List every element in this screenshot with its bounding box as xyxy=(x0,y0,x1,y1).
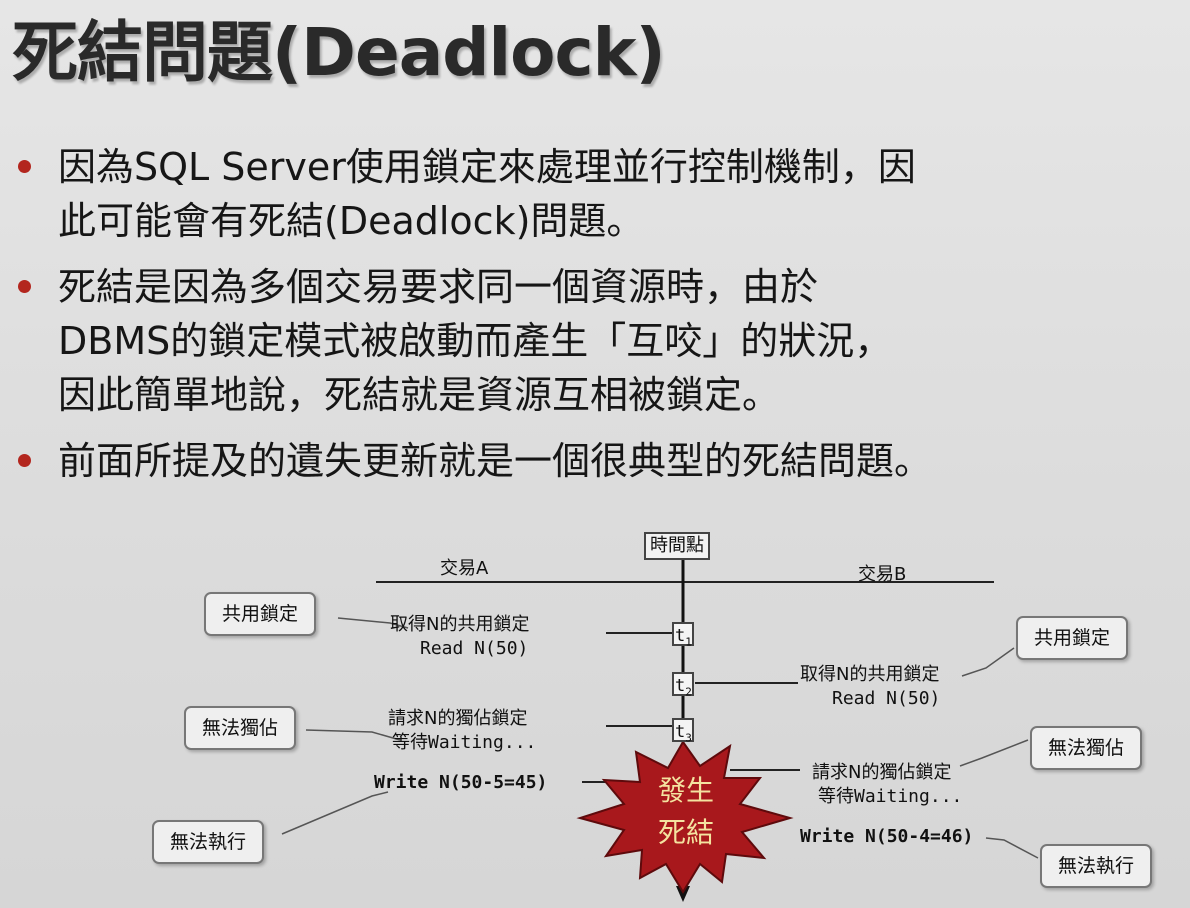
bullet-line: 此可能會有死結(Deadlock)問題。 xyxy=(58,199,645,243)
b-step2-wait: 等待Waiting... xyxy=(818,786,963,807)
b-step1-read: Read N(50) xyxy=(832,688,941,709)
diagram-lines xyxy=(281,558,1039,902)
bullet-line: DBMS的鎖定模式被啟動而產生「互咬」的狀況， xyxy=(58,319,893,363)
bullet-list: 因為SQL Server使用鎖定來處理並行控制機制，因 此可能會有死結(Dead… xyxy=(14,140,1184,500)
callout-shared-lock-a: 共用鎖定 xyxy=(204,592,317,636)
callout-cannot-execute-a: 無法執行 xyxy=(152,820,265,864)
deadlock-burst-icon xyxy=(576,740,794,894)
b-step2-text: 請求N的獨佔鎖定 xyxy=(812,762,952,783)
time-axis-arrow-icon xyxy=(676,886,690,902)
time-marker-t3: t3 xyxy=(672,718,694,744)
a-step1-text: 取得N的共用鎖定 xyxy=(390,614,530,635)
callout-no-exclusive-a: 無法獨佔 xyxy=(184,706,297,750)
a-write-text: Write N(50-5=45) xyxy=(374,772,548,793)
slide-title: 死結問題(Deadlock) xyxy=(12,14,666,91)
a-step2-text: 請求N的獨佔鎖定 xyxy=(388,708,528,729)
bullet-line: 因此簡單地說，死結就是資源互相被鎖定。 xyxy=(58,373,781,417)
bullet-item: 因為SQL Server使用鎖定來處理並行控制機制，因 此可能會有死結(Dead… xyxy=(14,140,1184,248)
leader-exec-a xyxy=(281,791,389,835)
deadlock-burst-label: 發生 死結 xyxy=(657,774,714,849)
bullet-dot-icon xyxy=(18,280,31,293)
leader-shared-b xyxy=(961,647,1015,677)
callout-shared-lock-b: 共用鎖定 xyxy=(1016,616,1129,660)
callout-cannot-execute-b: 無法執行 xyxy=(1040,844,1153,888)
transaction-a-label: 交易A xyxy=(440,558,489,579)
bullet-dot-icon xyxy=(18,160,31,173)
a-step2-wait: 等待Waiting... xyxy=(392,732,537,753)
bullet-line: 因為SQL Server使用鎖定來處理並行控制機制，因 xyxy=(58,145,916,189)
b-step1-text: 取得N的共用鎖定 xyxy=(800,664,940,685)
leader-exec-b xyxy=(985,837,1039,859)
bullet-line: 前面所提及的遺失更新就是一個很典型的死結問題。 xyxy=(58,439,933,483)
bullet-item: 死結是因為多個交易要求同一個資源時，由於 DBMS的鎖定模式被啟動而產生「互咬」… xyxy=(14,260,1184,422)
bullet-line: 死結是因為多個交易要求同一個資源時，由於 xyxy=(58,265,819,309)
leader-exclusive-a xyxy=(305,729,401,741)
b-write-text: Write N(50-4=46) xyxy=(800,826,974,847)
deadlock-diagram: 時間點 交易A 交易B t1 t2 t3 取得N的共用鎖定 Read N(50)… xyxy=(0,520,1190,908)
transaction-b-label: 交易B xyxy=(858,564,907,585)
time-marker-t1: t1 xyxy=(672,622,694,648)
bullet-item: 前面所提及的遺失更新就是一個很典型的死結問題。 xyxy=(14,434,1184,488)
a-step1-read: Read N(50) xyxy=(420,638,529,659)
bullet-dot-icon xyxy=(18,454,31,467)
callout-no-exclusive-b: 無法獨佔 xyxy=(1030,726,1143,770)
time-point-label: 時間點 xyxy=(644,532,710,560)
leader-exclusive-b xyxy=(959,739,1029,767)
time-marker-t2: t2 xyxy=(672,672,694,698)
leader-shared-a xyxy=(337,617,409,629)
